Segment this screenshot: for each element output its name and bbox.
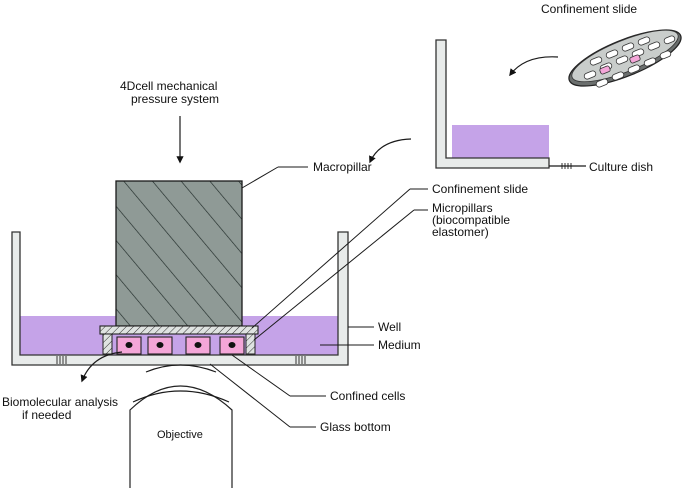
label-biomolecular-line1: Biomolecular analysis <box>2 395 118 409</box>
leader-lines <box>209 166 428 428</box>
label-micropillars-line2: (biocompatible <box>432 213 510 227</box>
label-confined-cells: Confined cells <box>330 389 405 403</box>
arrow-dish-to-system <box>369 138 412 164</box>
label-objective: Objective <box>157 429 203 441</box>
confinement-slide <box>99 325 259 335</box>
label-micropillars-line1: Micropillars <box>432 201 493 215</box>
label-confinement-slide-top: Confinement slide <box>541 2 637 16</box>
label-macropillar: Macropillar <box>313 160 372 174</box>
label-culture-dish: Culture dish <box>589 160 653 174</box>
label-biomolecular-line2: if needed <box>22 408 71 422</box>
label-system-line1: 4Dcell mechanical <box>120 79 217 93</box>
label-micropillars-line3: elastomer) <box>432 225 489 239</box>
label-confinement-slide: Confinement slide <box>432 182 528 196</box>
label-glass-bottom: Glass bottom <box>320 420 391 434</box>
confined-cells <box>116 336 245 355</box>
confinement-slide-illustration <box>568 29 682 88</box>
arrow-biomolecular <box>80 351 123 383</box>
label-system-line2: pressure system <box>131 92 219 106</box>
micropillars <box>102 333 256 355</box>
arrow-slide-to-dish <box>509 56 559 77</box>
label-well: Well <box>378 320 401 334</box>
culture-dish <box>435 39 586 169</box>
macropillar <box>115 180 243 327</box>
label-medium: Medium <box>378 338 421 352</box>
objective <box>129 364 233 488</box>
